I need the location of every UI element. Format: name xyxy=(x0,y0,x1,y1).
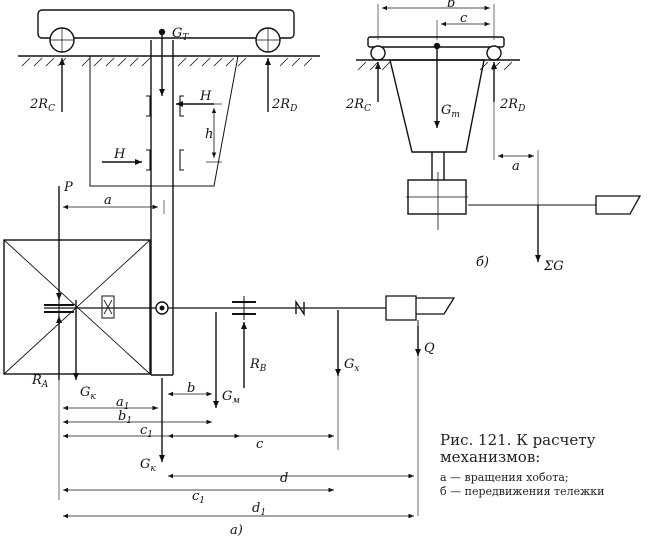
ra-label: RA xyxy=(31,373,49,390)
diagram-a xyxy=(3,9,456,519)
sublabel-b: б) xyxy=(476,255,489,270)
sublabel-a: а) xyxy=(230,523,243,538)
gt-b-label: Gт xyxy=(441,103,460,120)
gt-label: GT xyxy=(172,26,189,43)
arm-label: h xyxy=(205,127,213,142)
dim-c-b-label: c xyxy=(460,11,468,26)
rb-label: RB xyxy=(249,357,267,374)
trolley-column xyxy=(389,59,485,153)
grab-bucket xyxy=(385,295,456,321)
dim-a-b-label: a xyxy=(512,159,520,174)
gk2-label: Gк xyxy=(140,457,156,474)
gx-label: Gх xyxy=(344,357,359,374)
diagram-b xyxy=(356,4,642,262)
gk1-label: Gк xyxy=(80,385,96,402)
h-top-label: H xyxy=(199,89,212,104)
dim-d1-label: d1 xyxy=(252,501,266,518)
p-label: P xyxy=(63,180,73,195)
dim-b-label: b xyxy=(187,381,195,396)
dim-c-label: c xyxy=(256,437,264,452)
caption-title: Рис. 121. К расчету механизмов: xyxy=(440,431,596,466)
sum-g-label: ΣG xyxy=(543,259,564,274)
trolley-beam xyxy=(37,9,295,39)
trolley-frame xyxy=(89,55,239,187)
wheel-d-b xyxy=(486,45,502,61)
h-bottom-label: H xyxy=(113,147,126,162)
dimension-lines xyxy=(63,204,414,519)
dim-a1-label: a1 xyxy=(116,395,130,412)
dim-d-label: d xyxy=(280,471,288,486)
rc-b-label: 2RC xyxy=(345,97,371,114)
caption-item-b: б — передвижения тележки xyxy=(440,485,605,498)
caption-item-a: а — вращения хобота; xyxy=(440,471,569,484)
rd-label: 2RD xyxy=(271,97,297,114)
dim-c1-label: c1 xyxy=(140,423,153,440)
dim-a-label: a xyxy=(104,193,112,208)
extension-lines xyxy=(58,200,419,516)
dim-c1-lower-label: c1 xyxy=(192,489,205,506)
wheel-c-b xyxy=(370,45,386,61)
dim-b-b-label: b xyxy=(447,0,455,11)
q-label: Q xyxy=(424,341,435,356)
dim-b1-label: b1 xyxy=(118,409,132,426)
rc-label: 2RC xyxy=(29,97,55,114)
rd-b-label: 2RD xyxy=(499,97,525,114)
grab-bucket-b xyxy=(595,195,642,215)
ground-hatch xyxy=(21,57,313,67)
figure-caption: Рис. 121. К расчету механизмов: а — вращ… xyxy=(440,432,655,498)
gm-label: Gм xyxy=(222,389,240,406)
